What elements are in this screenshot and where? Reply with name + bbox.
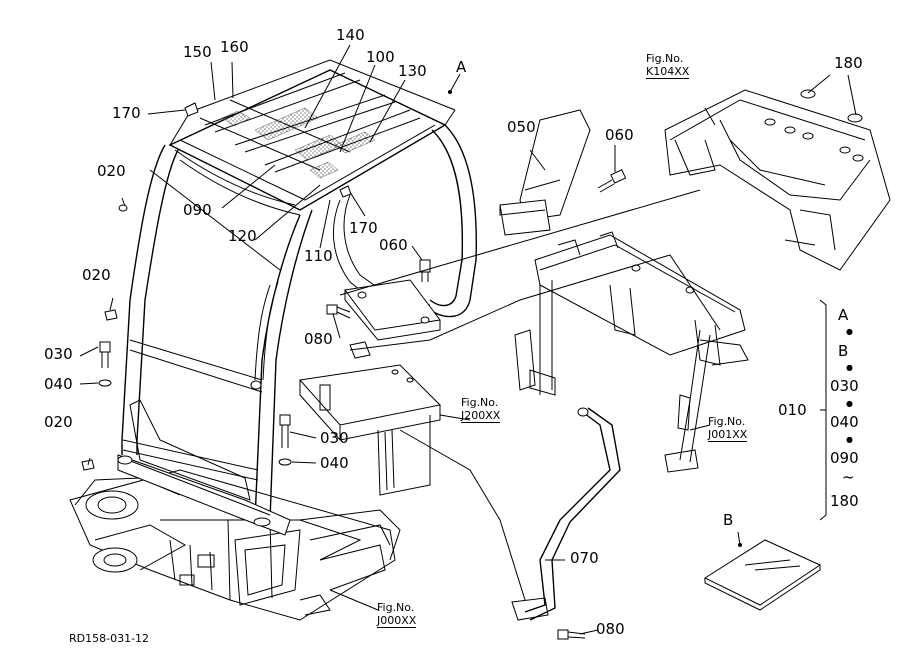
label-160: 160 bbox=[220, 38, 249, 56]
chassis-base bbox=[69, 469, 401, 621]
label-090: 090 bbox=[183, 201, 212, 219]
upper-right-assembly bbox=[664, 89, 891, 271]
fig-ref-j200-prefix: Fig.No. bbox=[461, 396, 499, 409]
fig-ref-j000-prefix: Fig.No. bbox=[377, 601, 415, 614]
fig-ref-j200: Fig.No. J200XX bbox=[461, 396, 501, 423]
fig-ref-j000: Fig.No. J000XX bbox=[377, 601, 417, 628]
label-020-mid: 020 bbox=[82, 266, 111, 284]
bracket-050 bbox=[499, 109, 591, 236]
label-080-upper: 080 bbox=[304, 330, 333, 348]
kit-item-090: 090 bbox=[830, 449, 859, 467]
label-080-lower: 080 bbox=[596, 620, 625, 638]
fig-ref-k104-prefix: Fig.No. bbox=[646, 52, 684, 65]
seat-platform bbox=[299, 341, 442, 496]
bolt-030-washer-040-center bbox=[278, 414, 292, 466]
label-180: 180 bbox=[834, 54, 863, 72]
label-010: 010 bbox=[778, 401, 807, 419]
cab-frame bbox=[117, 59, 477, 536]
label-100: 100 bbox=[366, 48, 395, 66]
label-050: 050 bbox=[507, 118, 536, 136]
label-020-bottom: 020 bbox=[44, 413, 73, 431]
kit-dot-1: ● bbox=[846, 327, 853, 336]
kit-item-180: 180 bbox=[830, 492, 859, 510]
tube-070 bbox=[511, 407, 621, 621]
manual-book bbox=[703, 539, 822, 611]
roof-support bbox=[344, 279, 441, 341]
label-ref-a: A bbox=[456, 58, 467, 76]
label-110: 110 bbox=[304, 247, 333, 265]
fig-ref-j200-code: J200XX bbox=[461, 409, 501, 423]
drawing-code: RD158-031-12 bbox=[69, 632, 150, 645]
plugs-020 bbox=[81, 204, 128, 471]
bolt-080 bbox=[326, 304, 586, 640]
callout-dots bbox=[448, 90, 742, 547]
fig-ref-j001: Fig.No. J001XX bbox=[708, 415, 748, 442]
kit-dot-3: ● bbox=[846, 399, 853, 408]
label-140: 140 bbox=[336, 26, 365, 44]
label-170-lower: 170 bbox=[349, 219, 378, 237]
label-ref-b: B bbox=[723, 511, 734, 529]
label-150: 150 bbox=[183, 43, 212, 61]
kit-item-a: A bbox=[838, 306, 849, 324]
label-060-lower: 060 bbox=[379, 236, 408, 254]
kit-item-030: 030 bbox=[830, 377, 859, 395]
leader-lines bbox=[79, 44, 857, 635]
label-060-upper: 060 bbox=[605, 126, 634, 144]
label-030-left: 030 bbox=[44, 345, 73, 363]
kit-dot-4: ● bbox=[846, 435, 853, 444]
label-020-top: 020 bbox=[97, 162, 126, 180]
bolt-030-washer-040-left bbox=[98, 341, 112, 387]
clips-170 bbox=[184, 102, 352, 198]
fig-ref-j001-code: J001XX bbox=[708, 428, 748, 442]
right-frame bbox=[514, 231, 749, 473]
kit-item-040: 040 bbox=[830, 413, 859, 431]
kit-dot-2: ● bbox=[846, 363, 853, 372]
label-030-center: 030 bbox=[320, 429, 349, 447]
kit-range-mark: ~ bbox=[842, 468, 855, 486]
fig-ref-k104: Fig.No. K104XX bbox=[646, 52, 690, 79]
bolt-060 bbox=[419, 169, 627, 282]
label-040-left: 040 bbox=[44, 375, 73, 393]
label-120: 120 bbox=[228, 227, 257, 245]
fig-ref-j001-prefix: Fig.No. bbox=[708, 415, 746, 428]
label-170: 170 bbox=[112, 104, 141, 122]
fig-ref-j000-code: J000XX bbox=[377, 614, 417, 628]
fig-ref-k104-code: K104XX bbox=[646, 65, 690, 79]
label-130: 130 bbox=[398, 62, 427, 80]
kit-item-b: B bbox=[838, 342, 849, 360]
label-070: 070 bbox=[570, 549, 599, 567]
label-040-center: 040 bbox=[320, 454, 349, 472]
